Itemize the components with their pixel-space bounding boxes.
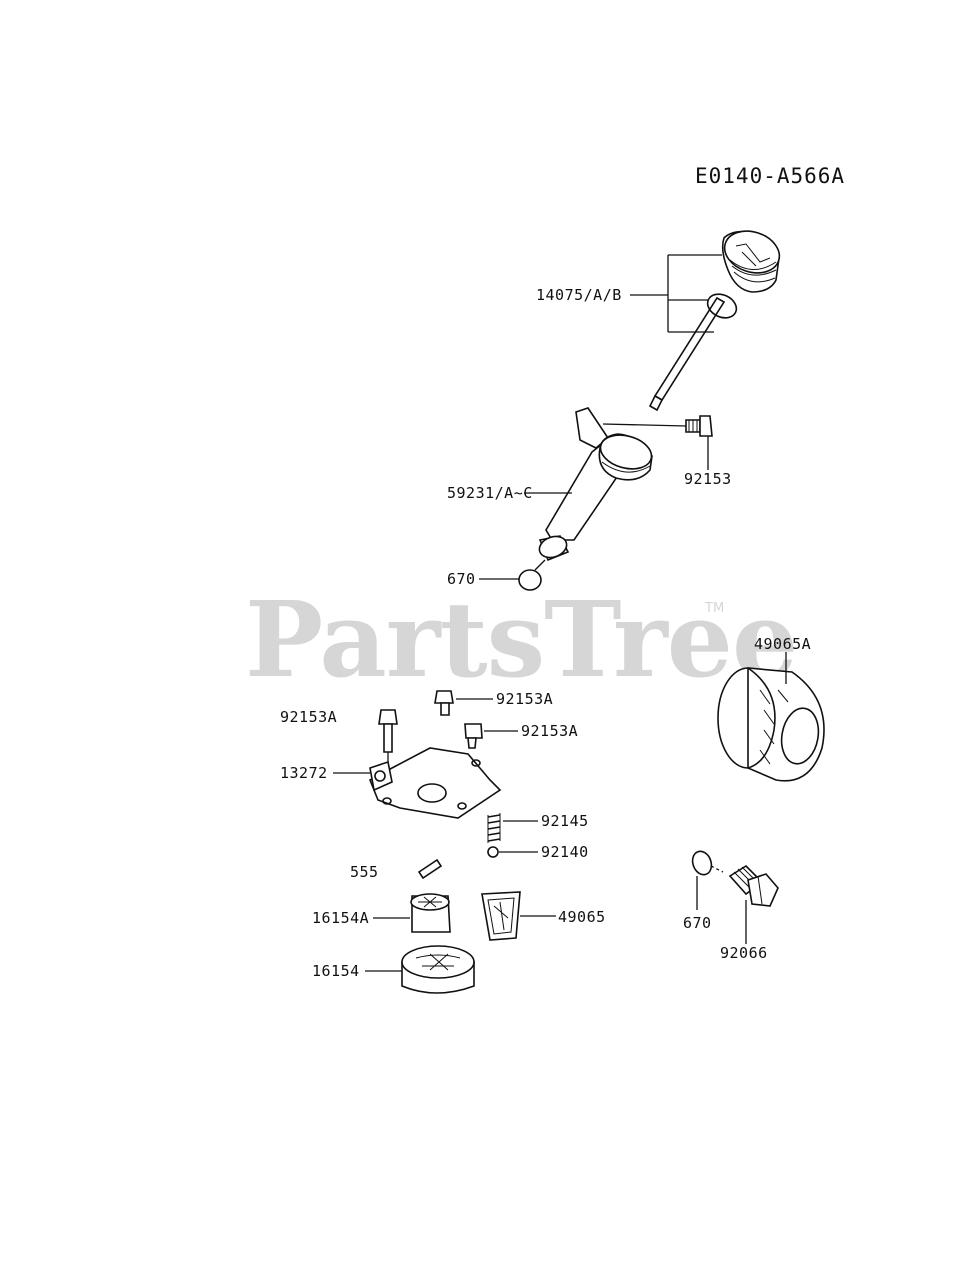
leader-14075 bbox=[630, 254, 722, 333]
diagram-code: E0140-A566A bbox=[695, 164, 845, 188]
label-49065A[interactable]: 49065A bbox=[754, 635, 811, 653]
part-bolt-92153A-left[interactable] bbox=[378, 709, 398, 753]
label-670-bottom[interactable]: 670 bbox=[683, 914, 712, 932]
part-bolt-92153[interactable] bbox=[685, 415, 713, 437]
label-92153[interactable]: 92153 bbox=[684, 470, 732, 488]
part-o-ring-670-bottom[interactable] bbox=[689, 849, 714, 878]
label-555[interactable]: 555 bbox=[350, 863, 379, 881]
label-59231[interactable]: 59231/A~C bbox=[447, 484, 533, 502]
label-49065[interactable]: 49065 bbox=[558, 908, 606, 926]
part-gasket-49065[interactable] bbox=[481, 891, 521, 941]
part-inner-rotor-16154A[interactable] bbox=[410, 893, 451, 933]
label-16154[interactable]: 16154 bbox=[312, 962, 360, 980]
label-13272[interactable]: 13272 bbox=[280, 764, 328, 782]
watermark-trademark: TM bbox=[704, 601, 724, 616]
label-92145[interactable]: 92145 bbox=[541, 812, 589, 830]
part-ball-92140[interactable] bbox=[487, 846, 499, 858]
part-dipstick-14075[interactable] bbox=[648, 224, 785, 412]
part-oil-filler-tube-59231[interactable] bbox=[536, 407, 655, 562]
part-outer-rotor-16154[interactable] bbox=[401, 945, 475, 994]
leader-92153-a bbox=[602, 423, 687, 427]
part-drain-plug-92066[interactable] bbox=[728, 864, 779, 907]
label-92066[interactable]: 92066 bbox=[720, 944, 768, 962]
part-pin-555[interactable] bbox=[417, 858, 443, 880]
label-92140[interactable]: 92140 bbox=[541, 843, 589, 861]
part-plate-13272[interactable] bbox=[368, 747, 502, 819]
part-o-ring-670-top[interactable] bbox=[518, 569, 542, 591]
label-14075[interactable]: 14075/A/B bbox=[536, 286, 622, 304]
label-16154A[interactable]: 16154A bbox=[312, 909, 369, 927]
leader-670-bottom-dashed bbox=[710, 865, 724, 873]
partstree-watermark: PartsTree bbox=[245, 578, 797, 701]
part-bolt-92153A-top[interactable] bbox=[434, 690, 454, 716]
part-bolt-92153A-right[interactable] bbox=[464, 723, 483, 749]
label-92153A-left[interactable]: 92153A bbox=[280, 708, 337, 726]
part-spring-92145[interactable] bbox=[487, 813, 501, 843]
label-670-top[interactable]: 670 bbox=[447, 570, 476, 588]
label-92153A-right[interactable]: 92153A bbox=[521, 722, 578, 740]
part-oil-filter-49065A[interactable] bbox=[717, 667, 825, 782]
label-92153A-top[interactable]: 92153A bbox=[496, 690, 553, 708]
leader-670-top-b bbox=[534, 559, 546, 571]
